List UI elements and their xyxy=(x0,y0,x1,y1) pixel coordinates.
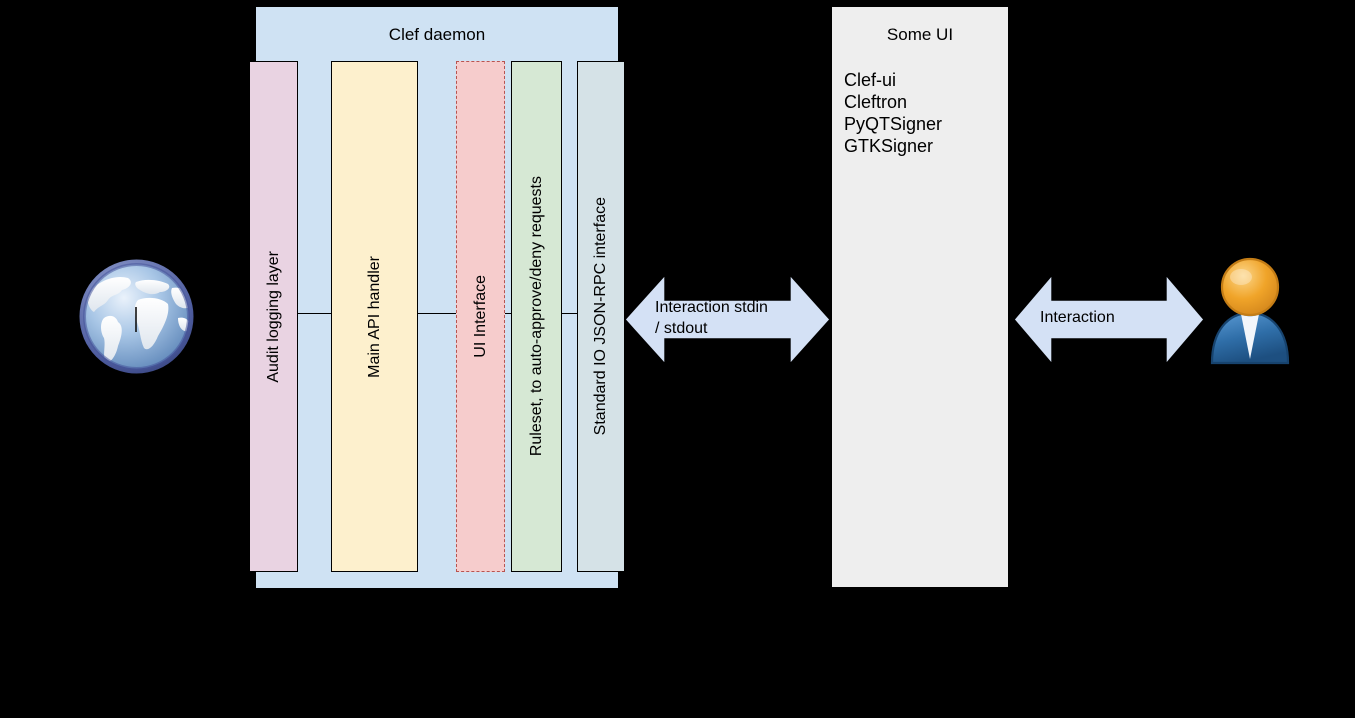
component-label: Audit logging layer xyxy=(264,250,282,383)
clef-daemon-container: Clef daemon xyxy=(256,7,618,588)
component-ui-interface[interactable]: UI Interface xyxy=(456,61,505,572)
connector-audit-to-api xyxy=(298,313,331,315)
globe-icon xyxy=(74,254,199,379)
component-standard-io-json-rpc-interface[interactable]: Standard IO JSON-RPC interface xyxy=(577,61,625,572)
list-item: Clef-ui xyxy=(844,70,897,90)
connector-api-to-ui-interface xyxy=(418,313,456,315)
list-item: GTKSigner xyxy=(844,136,934,156)
list-item: PyQTSigner xyxy=(844,114,943,134)
component-label: UI Interface xyxy=(471,275,489,358)
some-ui-container: Some UI Clef-ui Cleftron PyQTSigner GTKS… xyxy=(832,7,1008,587)
component-label: Ruleset, to auto-approve/deny requests xyxy=(527,176,545,457)
arrow-interaction-stdin-stdout xyxy=(625,271,830,368)
some-ui-title: Some UI xyxy=(886,25,954,44)
arrow-interaction-user xyxy=(1014,271,1204,368)
arrow-label-stdin-stdout: Interaction stdin / stdout xyxy=(655,299,768,337)
component-label: Standard IO JSON-RPC interface xyxy=(592,197,609,436)
list-item: Cleftron xyxy=(844,92,908,112)
user-icon xyxy=(1204,255,1296,365)
component-audit-logging-layer[interactable]: Audit logging layer xyxy=(249,61,298,572)
connector-ui-interface-to-ruleset xyxy=(505,313,511,315)
component-main-api-handler[interactable]: Main API handler xyxy=(331,61,418,572)
component-ruleset[interactable]: Ruleset, to auto-approve/deny requests xyxy=(511,61,562,572)
arrow-label-interaction: Interaction xyxy=(1040,309,1115,326)
component-label: Main API handler xyxy=(365,255,383,378)
connector-ruleset-to-stdio xyxy=(562,313,577,315)
some-ui-list: Clef-ui Cleftron PyQTSigner GTKSigner xyxy=(844,69,942,157)
clef-daemon-title: Clef daemon xyxy=(388,25,486,44)
